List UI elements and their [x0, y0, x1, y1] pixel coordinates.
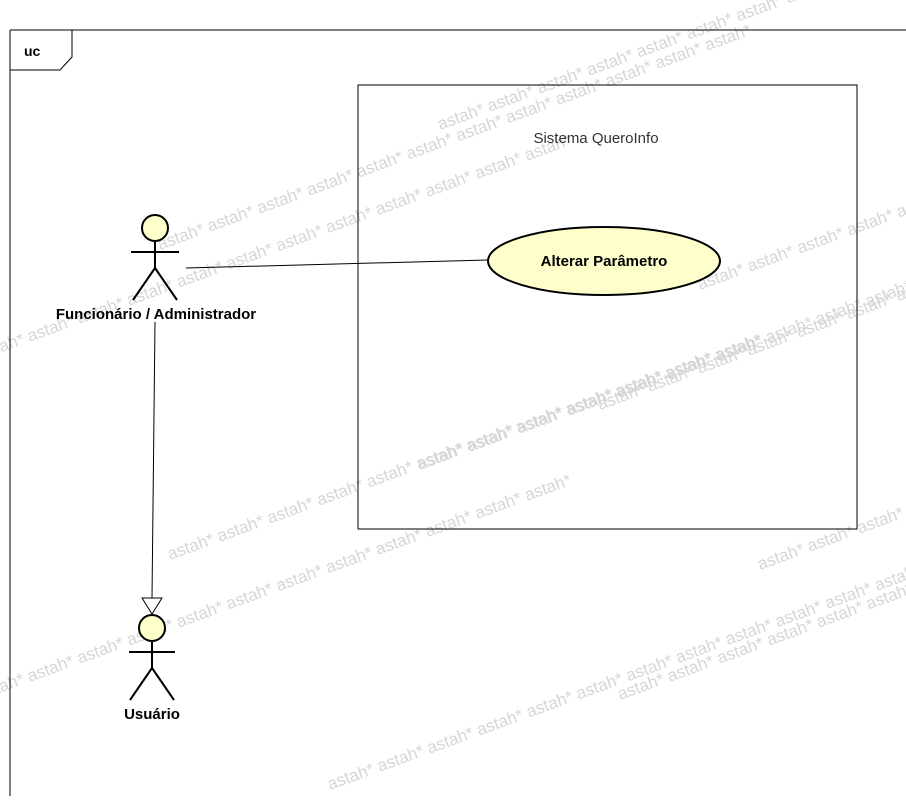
association-line[interactable]	[185, 259, 489, 269]
use-case-ellipse[interactable]	[487, 226, 721, 296]
actor-right-leg	[151, 667, 175, 701]
generalization-line[interactable]	[151, 321, 156, 599]
generalization-arrow[interactable]	[141, 321, 163, 615]
actor-usuario[interactable]: Usuário	[124, 614, 180, 723]
watermark-text: astah* astah* astah* astah* astah* astah…	[325, 560, 906, 794]
actor-right-leg	[154, 267, 178, 301]
system-name: Sistema QueroInfo	[533, 130, 658, 147]
system-boundary-rect[interactable]	[357, 84, 858, 530]
use-case-label: Alterar Parâmetro	[541, 253, 668, 270]
frame-tag-label: uc	[24, 43, 41, 59]
actor-left-leg	[132, 267, 156, 301]
actor-head	[141, 214, 169, 242]
actor-label: Funcionário / Administrador	[56, 306, 256, 323]
use-case-alterar-parametro[interactable]: Alterar Parâmetro	[487, 226, 721, 296]
generalization-arrowhead	[141, 597, 163, 615]
frame-tag-box	[10, 30, 73, 71]
actor-left-leg	[129, 667, 153, 701]
actor-figure-icon	[131, 214, 179, 301]
actor-head	[138, 614, 166, 642]
system-boundary[interactable]: Sistema QueroInfo	[357, 84, 858, 530]
diagram-frame: uc	[9, 29, 906, 796]
actor-figure-icon	[129, 614, 175, 701]
actor-funcionario-administrador[interactable]: Funcionário / Administrador	[56, 214, 256, 323]
actor-label: Usuário	[124, 706, 180, 723]
